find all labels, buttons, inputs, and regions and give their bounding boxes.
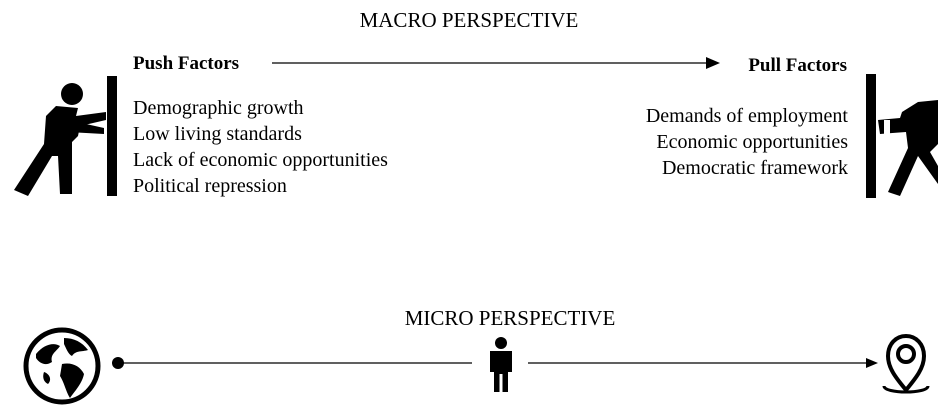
globe-icon	[23, 327, 101, 405]
micro-arrow	[112, 357, 878, 369]
pull-factors-list: Demands of employment Economic opportuni…	[646, 103, 848, 181]
pull-factor-item: Demands of employment	[645, 105, 848, 127]
push-factor-item: Demographic growth	[133, 97, 304, 119]
macro-arrow	[272, 57, 720, 69]
macro-perspective-title: MACRO PERSPECTIVE	[359, 8, 579, 32]
location-pin-icon	[882, 333, 930, 394]
person-pulling-icon	[866, 74, 938, 198]
push-factor-item: Political repression	[133, 175, 287, 197]
pull-factor-item: Democratic framework	[661, 157, 848, 179]
push-factors-heading: Push Factors	[133, 53, 240, 74]
micro-perspective-title: MICRO PERSPECTIVE	[404, 306, 616, 330]
push-factor-item: Lack of economic opportunities	[133, 149, 388, 171]
person-icon	[490, 337, 512, 392]
person-pushing-icon	[14, 76, 117, 196]
pull-factors-heading: Pull Factors	[748, 55, 847, 76]
push-factor-item: Low living standards	[133, 123, 302, 145]
push-factors-list: Demographic growth Low living standards …	[133, 95, 388, 199]
pull-factor-item: Economic opportunities	[656, 131, 848, 153]
